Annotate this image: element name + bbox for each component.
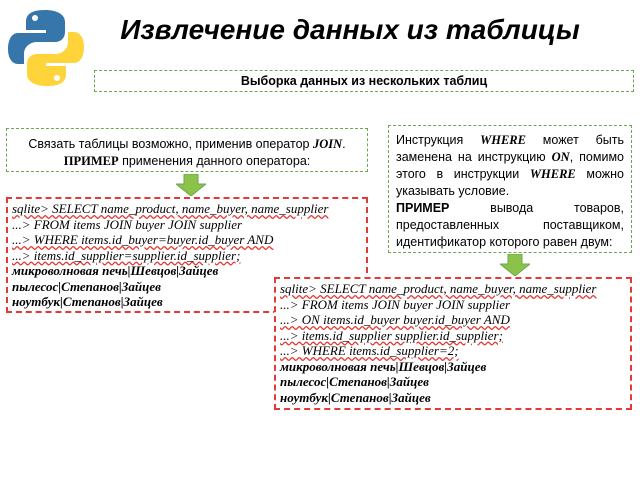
example-paragraph: ПРИМЕР вывода товаров, предоставленных п… <box>396 201 624 249</box>
where-on-paragraph: Инструкция WHERE может быть заменена на … <box>396 133 625 198</box>
where-on-description-box: Инструкция WHERE может быть заменена на … <box>388 125 632 253</box>
code-line: sqlite> SELECT name_product, name_buyer,… <box>12 201 329 216</box>
result-row: микроволновая печь|Шевцов|Зайцев <box>12 263 219 278</box>
down-arrow-icon <box>500 254 530 276</box>
sql-example-join-on: sqlite> SELECT name_product, name_buyer,… <box>274 277 632 410</box>
down-arrow-icon <box>176 174 206 196</box>
code-line: ...> FROM items JOIN buyer JOIN supplier <box>12 216 243 232</box>
join-description-line-1: Связать таблицы возможно, применив опера… <box>28 137 346 151</box>
sql-example-join-where: sqlite> SELECT name_product, name_buyer,… <box>6 197 368 313</box>
code-line: ...> WHERE items.id_buyer=buyer.id_buyer… <box>12 232 274 247</box>
join-keyword: JOIN <box>312 137 343 151</box>
result-row: ноутбук|Степанов|Зайцев <box>280 389 431 405</box>
code-line: ...> WHERE items.id_supplier=2; <box>280 343 459 358</box>
page-title: Извлечение данных из таблицы <box>120 14 580 45</box>
code-line: ...> items.id_supplier supplier.id_suppl… <box>280 327 503 343</box>
code-line: ...> FROM items JOIN buyer JOIN supplier <box>280 296 511 312</box>
code-line: sqlite> SELECT name_product, name_buyer,… <box>280 281 597 296</box>
join-description-line-2: ПРИМЕР применения данного оператора: <box>63 154 311 168</box>
result-row: ноутбук|Степанов|Зайцев <box>12 294 163 309</box>
example-keyword: ПРИМЕР <box>63 154 119 168</box>
join-description-box: Связать таблицы возможно, применив опера… <box>6 128 368 172</box>
result-row: пылесос|Степанов|Зайцев <box>280 374 429 389</box>
code-line: ...> items.id_supplier=supplier.id_suppl… <box>12 247 241 263</box>
code-line: ...> ON items.id_buyer buyer.id_buyer AN… <box>280 312 510 327</box>
section-subtitle: Выборка данных из нескольких таблиц <box>94 70 634 92</box>
result-row: пылесос|Степанов|Зайцев <box>12 278 161 294</box>
python-logo <box>8 10 84 86</box>
result-row: микроволновая печь|Шевцов|Зайцев <box>280 358 487 374</box>
